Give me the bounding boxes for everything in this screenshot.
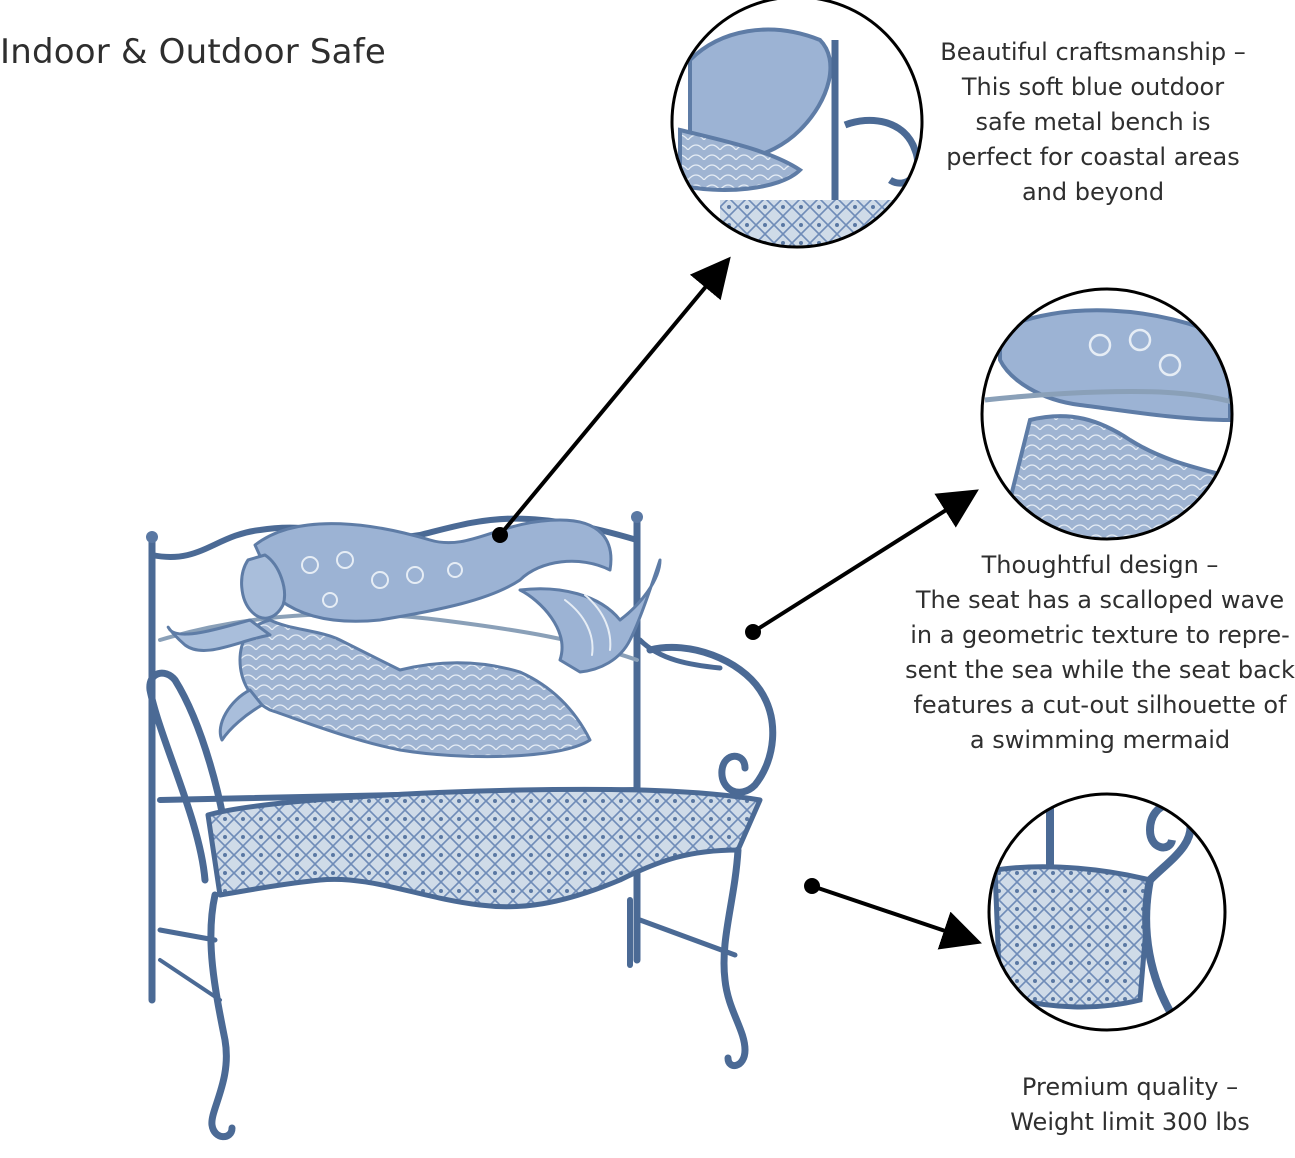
design-line: in a geometric texture to repre- <box>910 621 1290 649</box>
craftsmanship-line: and beyond <box>1021 178 1165 206</box>
seat-armrest-closeup <box>989 794 1225 1030</box>
design-line: features a cut-out silhouette of <box>913 691 1287 719</box>
front-leg-right <box>720 846 749 1069</box>
craftsmanship-line: safe metal bench is <box>975 108 1211 136</box>
bench-image <box>146 511 777 1141</box>
craftsmanship-caption: Beautiful craftsmanship – This soft blue… <box>918 35 1268 210</box>
craftsmanship-line: This soft blue outdoor <box>961 73 1225 101</box>
arrow-design <box>751 489 979 634</box>
closeup-circle-design <box>980 287 1234 541</box>
page-heading: Indoor & Outdoor Safe <box>0 32 386 72</box>
craftsmanship-line: perfect for coastal areas <box>946 143 1240 171</box>
closeup-circle-quality <box>987 792 1227 1032</box>
arrow-craftsmanship <box>498 256 731 537</box>
design-title: Thoughtful design – <box>981 551 1219 579</box>
armrest-right <box>646 643 777 796</box>
craftsmanship-title: Beautiful craftsmanship – <box>940 38 1246 66</box>
armrest-left <box>146 669 234 884</box>
design-line: sent the sea while the seat back <box>905 656 1295 684</box>
callout-arrows <box>492 256 982 950</box>
quality-line: Weight limit 300 lbs <box>1010 1108 1250 1136</box>
arrow-quality <box>811 884 982 950</box>
quality-caption: Premium quality – Weight limit 300 lbs <box>985 1070 1275 1140</box>
closeup-circle-craftsmanship <box>670 0 924 249</box>
design-caption: Thoughtful design – The seat has a scall… <box>900 548 1295 758</box>
design-line: The seat has a scalloped wave <box>915 586 1285 614</box>
bench-seat <box>205 786 763 910</box>
mermaid-body-closeup <box>982 289 1232 539</box>
design-line: a swimming mermaid <box>969 726 1231 754</box>
mermaid-silhouette <box>166 518 662 759</box>
quality-title: Premium quality – <box>1021 1073 1239 1101</box>
front-leg-left <box>207 891 236 1141</box>
